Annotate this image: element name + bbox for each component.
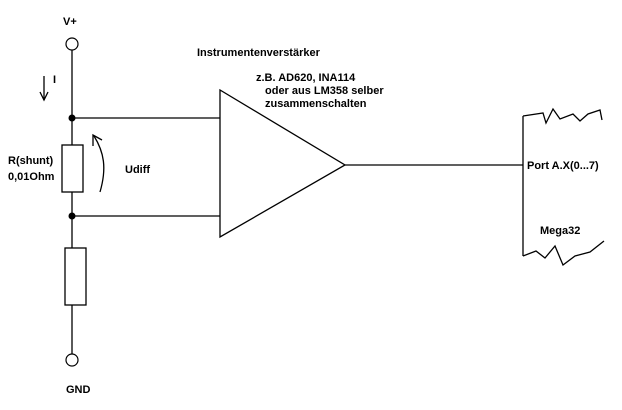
current-arrow-head — [39, 91, 49, 102]
ground-label: GND — [66, 384, 91, 396]
instrumentation-amplifier — [219, 88, 347, 239]
current-label: I — [53, 74, 56, 86]
shunt-value-label: 0,01Ohm — [8, 171, 55, 183]
supply-label: V+ — [63, 16, 77, 28]
shunt-resistor — [61, 144, 84, 193]
amp-title-label: Instrumentenverstärker — [197, 47, 321, 59]
amp-note-line-3: zusammenschalten — [265, 98, 367, 110]
udiff-arrow-head — [92, 133, 103, 146]
shunt-name-label: R(shunt) — [8, 155, 54, 167]
port-label: Port A.X(0...7) — [527, 160, 599, 172]
mcu-top-edge — [522, 107, 603, 125]
udiff-label: Udiff — [125, 164, 150, 176]
amp-note-line-2: oder aus LM358 selber — [265, 85, 384, 97]
load-resistor — [64, 247, 87, 306]
supply-terminal — [65, 37, 79, 51]
udiff-arrow — [93, 135, 105, 193]
ground-terminal — [65, 353, 79, 367]
amp-note-line-1: z.B. AD620, INA114 — [256, 72, 356, 84]
mcu-bottom-edge — [522, 240, 605, 267]
mcu-label: Mega32 — [540, 225, 580, 237]
